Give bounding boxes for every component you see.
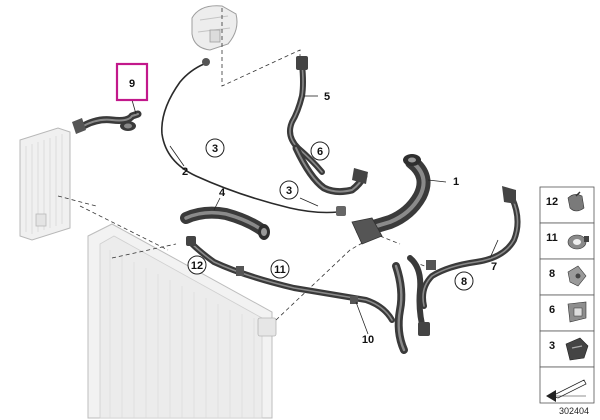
callouts: 9 2 3 3 4 5 6 1 7 8 11 12 10 (129, 78, 497, 346)
hose-1 (351, 154, 431, 245)
direction-arrow-icon (546, 379, 587, 402)
callout-4: 4 (219, 187, 226, 199)
hose-11 (186, 236, 395, 323)
hose-10 (392, 255, 430, 354)
clip-6-icon (567, 301, 587, 323)
hose-4 (180, 206, 270, 240)
callout-10: 10 (362, 334, 374, 346)
callout-3-upper: 3 (212, 143, 218, 155)
callout-6: 6 (317, 146, 323, 158)
legend-label-11: 11 (546, 232, 558, 244)
legend-label-3: 3 (549, 340, 555, 352)
callout-7: 7 (491, 261, 497, 273)
reference-number: 302404 (559, 406, 589, 416)
highlight-box (115, 62, 149, 102)
hose-5 (287, 56, 325, 175)
hose-2 (161, 58, 346, 216)
hose-6 (292, 144, 368, 196)
clip-8-icon (567, 265, 587, 287)
callout-5: 5 (324, 91, 330, 103)
auxiliary-radiator (19, 127, 71, 241)
clip-3-icon (565, 337, 589, 361)
hose-9 (72, 110, 142, 134)
callout-3-lower: 3 (286, 185, 292, 197)
main-radiator (87, 223, 277, 419)
hose-7 (420, 186, 521, 309)
clamp-12-icon (567, 191, 585, 212)
callout-9: 9 (129, 78, 135, 90)
legend-label-8: 8 (549, 268, 555, 280)
legend-label-6: 6 (549, 304, 555, 316)
callout-12: 12 (191, 260, 203, 272)
leader-lines (131, 95, 499, 335)
callout-11: 11 (274, 264, 286, 276)
callout-8: 8 (461, 276, 467, 288)
clamp-11-icon (567, 234, 589, 250)
expansion-tank (191, 5, 238, 51)
legend-label-12: 12 (546, 196, 558, 208)
legend: 12 11 8 6 3 (539, 186, 595, 404)
callout-1: 1 (453, 176, 459, 188)
callout-2: 2 (182, 166, 188, 178)
